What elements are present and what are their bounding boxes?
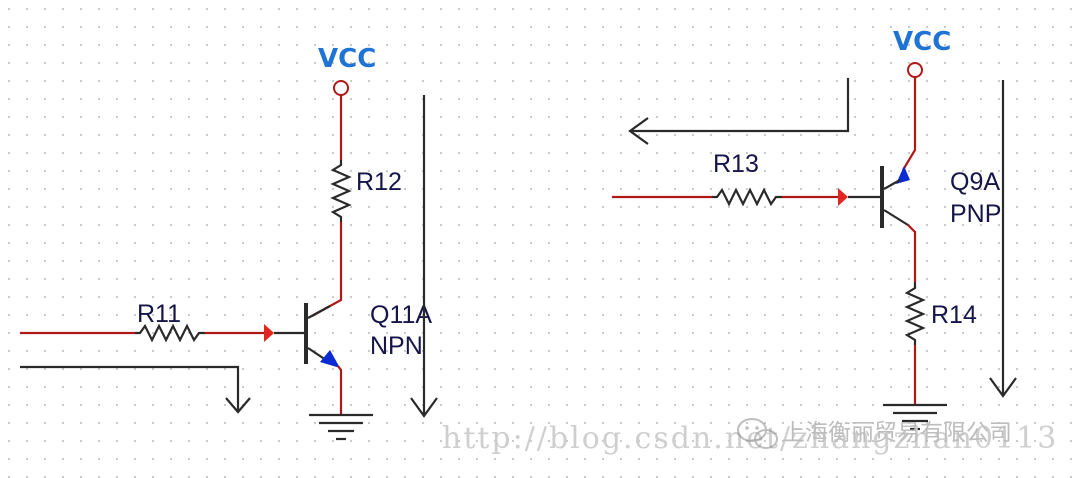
r12-label: R12 (356, 168, 402, 196)
pnp-ground-symbol (883, 403, 947, 431)
r14-label: R14 (931, 301, 977, 329)
watermark: http://blog.csdn.net/zhangzhan0113 上海衡丽贸… (442, 418, 1058, 456)
wechat-icon (737, 418, 778, 449)
r13-label: R13 (713, 150, 759, 178)
pnp-collector-wire (907, 224, 917, 282)
npn-emitter-arrow (320, 350, 340, 368)
pnp-vcc-terminal (907, 62, 923, 78)
pnp-base-current-arrow (628, 78, 850, 145)
pnp-type-label: PNP (950, 200, 1001, 228)
q9a-label: Q9A (950, 168, 1000, 196)
npn-type-label: NPN (370, 332, 423, 360)
r11-label: R11 (137, 300, 181, 328)
npn-base-arrow (264, 324, 274, 342)
pnp-collector-lead (883, 209, 909, 226)
r12-resistor-symbol (330, 160, 352, 222)
r13-resistor-symbol (712, 187, 782, 207)
pnp-emitter-wire (902, 77, 917, 171)
r11-resistor-symbol (135, 323, 205, 343)
pnp-circuit: VCC Q9A PNP R13 R14 (612, 27, 1017, 431)
npn-collector-lead (307, 305, 331, 319)
npn-vcc-terminal (333, 80, 349, 96)
r14-resistor-symbol (904, 282, 926, 345)
watermark-url: http://blog.csdn.net/zhangzhan0113 (442, 421, 1058, 456)
pnp-collector-current-arrow (989, 80, 1017, 398)
pnp-vcc-label: VCC (893, 27, 951, 57)
npn-emitter-wire (337, 365, 343, 415)
q11a-label: Q11A (370, 301, 432, 329)
npn-vcc-label: VCC (318, 44, 376, 74)
pnp-emitter-lead (883, 179, 901, 190)
npn-collector-current-arrow (410, 95, 438, 418)
npn-ground-symbol (309, 413, 373, 441)
npn-emitter-lead (307, 347, 327, 361)
npn-circuit: VCC R12 R11 Q11A NPN (20, 44, 438, 441)
npn-base-current-arrow (20, 365, 251, 414)
pnp-base-arrow (838, 188, 848, 206)
watermark-account: 上海衡丽贸易有限公司 (782, 420, 1012, 446)
